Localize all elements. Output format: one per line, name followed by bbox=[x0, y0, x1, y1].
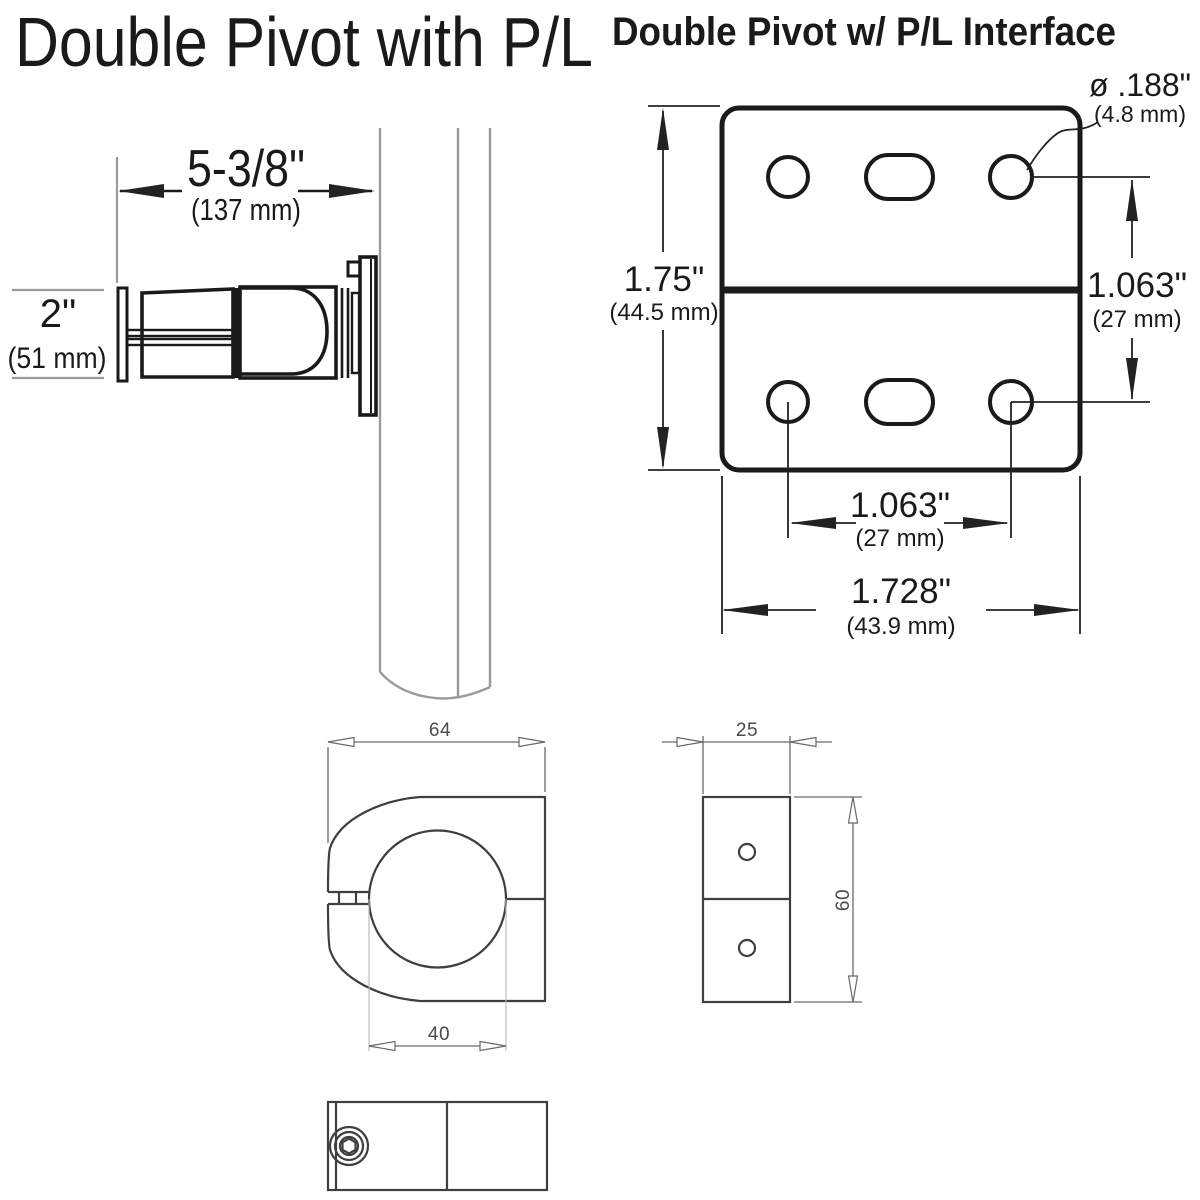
plate-outline bbox=[719, 105, 1083, 473]
hole-top-right bbox=[988, 154, 1034, 200]
dim-hole-v-spacing: 1.063" (27 mm) bbox=[1011, 176, 1187, 403]
dim-height-metric: (51 mm) bbox=[8, 342, 107, 375]
clamp-bottom-view bbox=[326, 1100, 549, 1192]
dim-plate-height-metric: (44.5 mm) bbox=[609, 299, 718, 326]
clamp-side-view: 25 60 bbox=[662, 720, 862, 1004]
callout-hole-diameter: ø .188" (4.8 mm) bbox=[1026, 67, 1191, 171]
arrow-up-icon bbox=[657, 108, 669, 150]
arrow-down-icon bbox=[1126, 358, 1138, 400]
arrow-left-icon bbox=[722, 604, 768, 616]
clamp-bottom-outline bbox=[326, 1100, 549, 1192]
spacer-plate bbox=[350, 291, 361, 375]
dim-clamp-width: 64 bbox=[327, 720, 546, 843]
arrow-left-icon bbox=[368, 1040, 396, 1052]
page-title-right: Double Pivot w/ P/L Interface bbox=[612, 10, 1116, 54]
dim-depth-imperial: 5-3/8" bbox=[187, 140, 305, 198]
dim-clamp-depth-value: 25 bbox=[736, 720, 758, 741]
dim-clamp-bore-value: 40 bbox=[428, 1024, 450, 1045]
interface-plate-face-view bbox=[719, 105, 1083, 473]
dim-clamp-width-value: 64 bbox=[429, 720, 451, 741]
dim-plate-width: 1.728" (43.9 mm) bbox=[721, 476, 1081, 640]
dim-hole-h-spacing: 1.063" (27 mm) bbox=[787, 402, 1012, 552]
hole-top-left bbox=[766, 155, 810, 199]
arrow-up-icon bbox=[1126, 179, 1138, 221]
slot-bottom-center bbox=[864, 378, 935, 426]
arrow-up-icon bbox=[847, 796, 859, 824]
arrow-down-icon bbox=[847, 975, 859, 1003]
dim-height: 2" (51 mm) bbox=[8, 288, 107, 380]
arrow-right-icon bbox=[518, 736, 546, 748]
page-title-left: Double Pivot with P/L bbox=[15, 3, 593, 81]
arrow-left-icon bbox=[327, 736, 355, 748]
mounting-plate-edge bbox=[358, 255, 378, 417]
dim-depth: 5-3/8" (137 mm) bbox=[115, 140, 375, 283]
screw-hole-bottom bbox=[737, 938, 757, 958]
dim-clamp-height: 60 bbox=[794, 796, 862, 1003]
dim-hole-v-metric: (27 mm) bbox=[1092, 306, 1181, 333]
pivot-arm-side-view bbox=[116, 255, 378, 417]
clamp-bore bbox=[367, 829, 508, 969]
arrow-right-icon bbox=[479, 1040, 507, 1052]
dim-hole-h-metric: (27 mm) bbox=[855, 525, 944, 552]
dim-hole-h-imperial: 1.063" bbox=[850, 486, 950, 525]
dim-height-imperial: 2" bbox=[40, 292, 76, 336]
dim-clamp-bore: 40 bbox=[368, 899, 507, 1052]
slot-top-center bbox=[864, 153, 935, 201]
pivot-dome bbox=[240, 286, 329, 376]
leader-line bbox=[1026, 121, 1099, 171]
arrow-right-icon bbox=[1034, 604, 1080, 616]
dim-clamp-depth: 25 bbox=[662, 720, 832, 794]
arrow-right-icon bbox=[963, 517, 1009, 529]
clamp-front-view: 64 40 bbox=[326, 720, 547, 1052]
arrow-left-icon bbox=[789, 736, 817, 748]
dim-clamp-height-value: 60 bbox=[833, 889, 854, 911]
arrow-left-icon bbox=[118, 184, 164, 198]
dim-plate-width-metric: (43.9 mm) bbox=[846, 613, 955, 640]
dim-plate-height: 1.75" (44.5 mm) bbox=[609, 105, 720, 471]
arrow-right-icon bbox=[329, 184, 375, 198]
dim-plate-width-imperial: 1.728" bbox=[851, 572, 951, 611]
hole-diameter-metric: (4.8 mm) bbox=[1094, 101, 1186, 127]
arrow-down-icon bbox=[657, 427, 669, 469]
hole-diameter-imperial: ø .188" bbox=[1089, 67, 1191, 103]
socket-screw-icon bbox=[328, 1125, 370, 1167]
dim-plate-height-imperial: 1.75" bbox=[624, 260, 705, 299]
clamp-lower-half bbox=[326, 903, 545, 1003]
arrow-left-icon bbox=[790, 517, 836, 529]
pivot-housing bbox=[238, 285, 338, 380]
clamp-upper-half bbox=[326, 795, 545, 893]
monitor-pole bbox=[378, 128, 492, 700]
screw-hole-top bbox=[737, 842, 757, 862]
vesa-bracket-bar bbox=[116, 286, 129, 383]
arm-body bbox=[140, 287, 235, 379]
dim-hole-v-imperial: 1.063" bbox=[1087, 266, 1187, 305]
arrow-right-icon bbox=[676, 736, 704, 748]
dim-depth-metric: (137 mm) bbox=[191, 192, 301, 227]
